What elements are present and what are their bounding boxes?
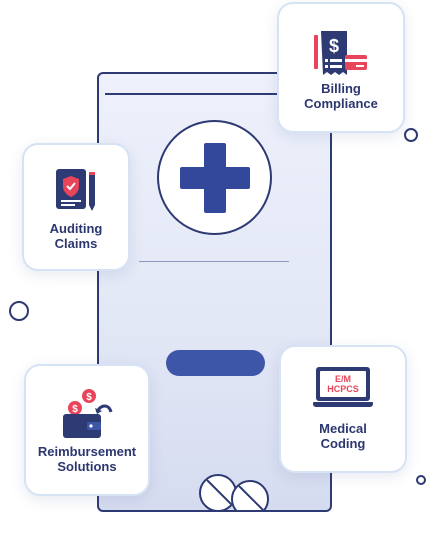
phone-button-bar bbox=[166, 350, 265, 376]
decorative-ring bbox=[9, 301, 29, 321]
medical-cross-icon bbox=[157, 120, 272, 235]
billing-receipt-icon: $ bbox=[314, 30, 367, 75]
svg-text:$: $ bbox=[86, 392, 92, 403]
laptop-code-icon: E/M HCPCS bbox=[313, 367, 373, 411]
billing-compliance-label: Billing Compliance bbox=[304, 80, 378, 111]
auditing-claims-label: Auditing Claims bbox=[49, 221, 103, 251]
auditing-claims-card[interactable]: Auditing Claims bbox=[22, 143, 130, 271]
phone-top-line bbox=[105, 93, 315, 95]
medical-coding-label: Medical Coding bbox=[319, 421, 367, 451]
shield-document-icon bbox=[56, 169, 95, 211]
reimbursement-solutions-label: Reimbursement Solutions bbox=[37, 444, 137, 474]
reimbursement-solutions-card[interactable]: $ $ Reimbursement Solutions bbox=[24, 364, 150, 496]
decorative-ring bbox=[404, 128, 418, 142]
svg-text:$: $ bbox=[72, 404, 78, 415]
wallet-dollar-icon: $ $ bbox=[63, 389, 113, 438]
laptop-screen-line1: E/M bbox=[334, 374, 351, 384]
svg-text:$: $ bbox=[329, 36, 339, 56]
medical-coding-card[interactable]: E/M HCPCS Medical Coding bbox=[279, 345, 407, 473]
billing-compliance-card[interactable]: $ Billing Compliance bbox=[277, 2, 405, 133]
phone-divider bbox=[139, 261, 289, 262]
decorative-ring bbox=[416, 475, 426, 485]
laptop-screen-line2: HCPCS bbox=[327, 384, 359, 394]
pill-icon bbox=[199, 474, 237, 510]
pill-icon bbox=[231, 480, 269, 510]
